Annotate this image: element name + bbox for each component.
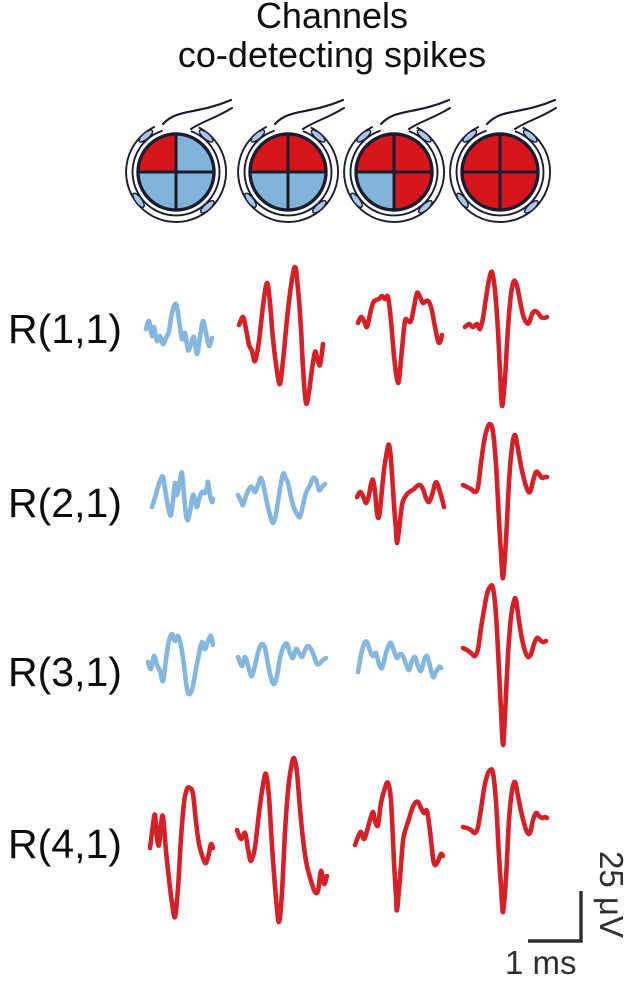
quadrant-top-right: [288, 134, 326, 172]
electrode-pad: [138, 129, 154, 143]
quadrant-bottom-left: [250, 172, 288, 210]
row-label-r21: R(2,1): [8, 480, 122, 526]
electrode-pad: [200, 200, 215, 214]
waveform-trace-row2-ch2: [235, 471, 328, 526]
cuff-electrode-diagram-3: [343, 98, 451, 223]
cuff-ring-inner: [243, 129, 333, 217]
quadrant-top-right: [500, 134, 538, 172]
electrode-pad: [310, 129, 326, 143]
electrode-pad: [198, 129, 214, 143]
quadrant-bottom-left: [138, 172, 176, 210]
waveform-trace-row2-ch3: [354, 442, 447, 546]
waveform-trace-row4-ch4: [460, 767, 550, 915]
waveform-trace-row4-ch2: [234, 755, 330, 925]
figure-title-line1: Channels: [255, 0, 409, 36]
cuff-electrode-diagram-1: [125, 98, 233, 223]
lead-wire: [485, 98, 557, 126]
electrode-pad: [456, 192, 469, 209]
quadrant-bottom-right: [394, 172, 432, 210]
nerve-outline: [354, 132, 434, 212]
waveform-trace-row1-ch4: [462, 269, 550, 409]
electrode-pad: [416, 129, 432, 143]
lead-wire: [161, 98, 233, 126]
cuff-ring-inner: [349, 129, 439, 217]
electrode-pad: [244, 192, 257, 209]
quadrant-top-left: [250, 134, 288, 172]
cuff-ring-outer: [449, 125, 551, 223]
quadrant-top-left: [462, 134, 500, 172]
quadrant-bottom-left: [356, 172, 394, 210]
electrode-pad: [522, 129, 538, 143]
waveform-trace-row4-ch3: [352, 780, 446, 913]
row-label-r11: R(1,1): [8, 306, 122, 352]
nerve-outline: [136, 132, 216, 212]
waveform-trace-row2-ch4: [460, 421, 550, 581]
quadrant-divider: [462, 134, 538, 210]
lead-wire: [408, 107, 451, 130]
nerve-outline: [460, 132, 540, 212]
row-label-r41: R(4,1): [8, 821, 122, 867]
electrode-pad: [462, 129, 478, 143]
waveform-trace-row3-ch2: [235, 641, 329, 687]
lead-wire: [379, 98, 451, 126]
waveform-trace-row2-ch1: [149, 470, 216, 523]
quadrant-top-left: [356, 134, 394, 172]
electrode-pad: [250, 129, 266, 143]
quadrant-bottom-right: [176, 172, 214, 210]
lead-wire: [302, 107, 345, 130]
quadrant-divider: [138, 134, 214, 210]
cuff-ring-outer: [125, 125, 227, 223]
quadrant-top-right: [176, 134, 214, 172]
waveform-trace-row3-ch4: [460, 583, 549, 748]
waveform-trace-row1-ch2: [236, 264, 326, 407]
electrode-pad: [356, 129, 372, 143]
figure-title-line2: co-detecting spikes: [177, 34, 487, 75]
lead-wire: [514, 107, 557, 130]
nerve-outline: [248, 132, 328, 212]
scale-time-label: 1 ms: [505, 944, 577, 981]
cuff-ring-inner: [455, 129, 545, 217]
quadrant-divider: [356, 134, 432, 210]
waveform-trace-row3-ch1: [145, 631, 216, 697]
quadrant-divider: [250, 134, 326, 210]
electrode-pad: [132, 192, 145, 209]
electrode-pad: [350, 192, 363, 209]
cuff-electrode-diagram-2: [237, 98, 345, 223]
cuff-ring-outer: [343, 125, 445, 223]
electrode-pad: [312, 200, 327, 214]
lead-wire: [273, 98, 345, 126]
waveform-trace-row1-ch1: [143, 301, 215, 357]
figure-title: Channels co-detecting spikes: [132, 0, 532, 74]
waveform-trace-row1-ch3: [355, 290, 445, 386]
cuff-ring-inner: [131, 129, 221, 217]
waveform-trace-row3-ch3: [355, 639, 444, 680]
scale-voltage-label: 25 μV: [593, 851, 630, 938]
cuff-electrode-diagram-4: [449, 98, 557, 223]
quadrant-top-left: [138, 134, 176, 172]
scale-bar: [528, 891, 583, 943]
quadrant-bottom-left: [462, 172, 500, 210]
quadrant-bottom-right: [288, 172, 326, 210]
electrode-pad: [524, 200, 539, 214]
quadrant-bottom-right: [500, 172, 538, 210]
cuff-ring-outer: [237, 125, 339, 223]
electrode-pad: [418, 200, 433, 214]
lead-wire: [190, 107, 233, 130]
row-label-r31: R(3,1): [8, 649, 122, 695]
quadrant-top-right: [394, 134, 432, 172]
waveform-trace-row4-ch1: [147, 784, 216, 920]
